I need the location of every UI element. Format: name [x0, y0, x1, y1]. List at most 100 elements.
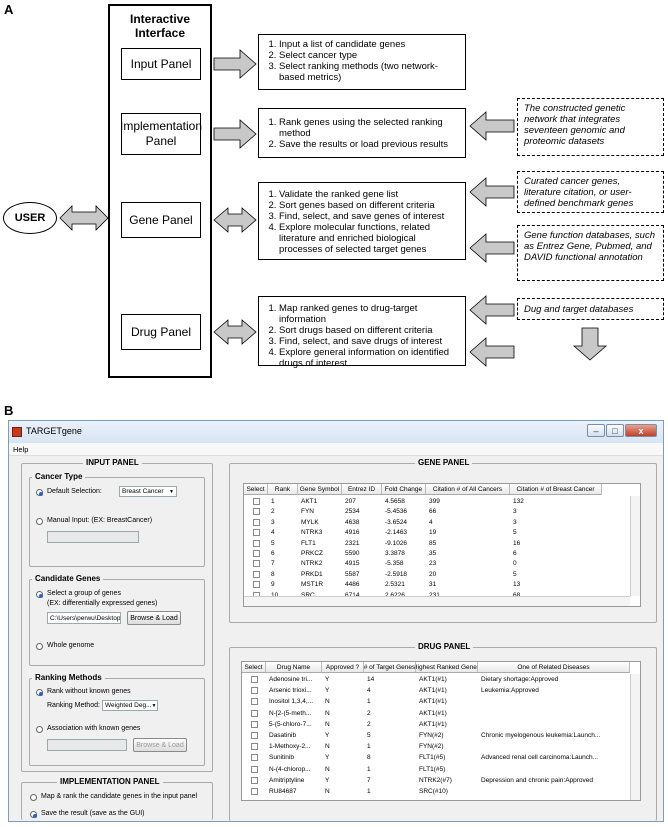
rank-without-known-radio[interactable]: [36, 689, 43, 696]
group-genes-radio[interactable]: [36, 591, 43, 598]
vertical-scrollbar[interactable]: [630, 674, 640, 800]
column-header[interactable]: Select: [244, 484, 268, 495]
table-cell: Y: [325, 676, 330, 683]
row-select-checkbox[interactable]: [251, 709, 258, 717]
table-cell: [481, 697, 629, 707]
row-select-checkbox[interactable]: [251, 776, 258, 784]
table-cell: Y: [325, 776, 330, 784]
row-select-checkbox[interactable]: [253, 529, 260, 537]
table-cell: 9: [271, 581, 275, 589]
table-cell: MST1R: [301, 581, 324, 589]
input-function-item: Select cancer type: [279, 50, 461, 61]
column-header[interactable]: Approved ?: [322, 662, 364, 673]
row-select-checkbox[interactable]: [251, 754, 258, 762]
row-select-checkbox[interactable]: [251, 720, 258, 728]
gene-function-item: Explore molecular functions, related lit…: [279, 222, 461, 255]
table-cell: 2: [367, 720, 371, 728]
input-arrow: [213, 49, 257, 79]
table-cell: 6714: [345, 591, 381, 601]
cancer-type-value: Breast Cancer: [122, 488, 164, 495]
table-cell: 399: [429, 498, 440, 505]
figure-label-b: B: [4, 403, 14, 418]
table-cell: N: [325, 765, 330, 773]
drug-return-arrow: [469, 337, 515, 367]
row-select-checkbox[interactable]: [253, 560, 260, 568]
association-known-radio[interactable]: [36, 726, 43, 733]
column-header[interactable]: Entrez ID: [342, 484, 382, 495]
manual-input-field[interactable]: [47, 531, 139, 543]
table-cell: 3: [513, 508, 517, 516]
figure-label-a: A: [4, 2, 14, 17]
browse-load-known-button[interactable]: Browse & Load: [133, 738, 187, 752]
table-cell: 1: [367, 765, 371, 773]
app-icon: [12, 427, 22, 437]
column-header[interactable]: Gene Symbol: [298, 484, 342, 495]
table-cell: 2: [367, 709, 371, 717]
association-known-label: Association with known genes: [47, 725, 141, 732]
table-cell: AKT1(#1): [419, 687, 447, 695]
default-selection-radio[interactable]: [36, 489, 43, 496]
table-cell: 6: [513, 550, 517, 557]
row-select-checkbox[interactable]: [251, 687, 258, 695]
table-cell: Arsenic trioxi...: [269, 687, 312, 695]
table-cell: 20: [429, 570, 437, 578]
column-header[interactable]: Fold Change: [382, 484, 426, 495]
column-header[interactable]: One of Related Diseases: [478, 662, 630, 673]
menu-bar: Help: [9, 443, 663, 456]
drug-functions-box: Map ranked genes to drug-target informat…: [258, 296, 466, 369]
row-select-checkbox[interactable]: [251, 788, 258, 795]
minimize-button[interactable]: –: [587, 424, 605, 437]
vertical-scrollbar[interactable]: [630, 496, 640, 596]
column-header[interactable]: Citation # of Breast Cancer: [510, 484, 602, 495]
row-select-checkbox[interactable]: [253, 581, 260, 589]
table-cell: AKT1(#1): [419, 676, 447, 683]
menu-help[interactable]: Help: [13, 445, 29, 454]
table-cell: [481, 787, 629, 797]
maximize-button[interactable]: □: [606, 424, 624, 437]
row-select-checkbox[interactable]: [251, 676, 258, 683]
table-cell: 19: [429, 529, 437, 537]
drug-panel-box: Drug Panel: [121, 314, 201, 350]
cancer-type-select[interactable]: Breast Cancer ▼: [119, 486, 177, 497]
row-select-checkbox[interactable]: [253, 498, 260, 505]
row-select-checkbox[interactable]: [253, 539, 260, 547]
table-cell: Depression and chronic pain:Approved: [481, 776, 594, 784]
table-cell: 8: [367, 754, 371, 762]
row-select-checkbox[interactable]: [253, 518, 260, 526]
horizontal-scrollbar[interactable]: [244, 596, 630, 606]
column-header[interactable]: Drug Name: [266, 662, 322, 673]
known-genes-path[interactable]: [47, 739, 127, 751]
table-cell: FYN(#2): [419, 743, 444, 751]
ranking-method-select[interactable]: Weighted Deg... ▼: [102, 700, 158, 711]
column-header[interactable]: # of Target Genes: [364, 662, 416, 673]
row-select-checkbox[interactable]: [251, 698, 258, 706]
table-cell: 1-Methoxy-2...: [269, 743, 311, 751]
column-header[interactable]: Highest Ranked Genes: [416, 662, 478, 673]
save-result-radio[interactable]: [30, 811, 37, 818]
ranking-method-label: Ranking Method:: [47, 702, 100, 709]
gene-file-path[interactable]: C:\Users\perwu\Desktop\: [47, 612, 121, 624]
table-cell: 1: [271, 498, 275, 505]
row-select-checkbox[interactable]: [251, 743, 258, 751]
table-cell: 4916: [345, 529, 360, 537]
row-select-checkbox[interactable]: [251, 732, 258, 739]
table-cell: 5587: [345, 570, 360, 578]
gene-function-item: Sort genes based on different criteria: [279, 200, 461, 211]
table-cell: Dietary shortage:Approved: [481, 676, 559, 683]
close-button[interactable]: x: [625, 424, 657, 437]
table-cell: 4638: [345, 518, 360, 526]
manual-input-radio[interactable]: [36, 518, 43, 525]
browse-load-button[interactable]: Browse & Load: [127, 611, 181, 625]
drug-function-item: Explore general information on identifie…: [279, 347, 461, 369]
row-select-checkbox[interactable]: [253, 570, 260, 578]
map-rank-radio[interactable]: [30, 794, 37, 801]
table-cell: -3.6524: [385, 518, 408, 526]
row-select-checkbox[interactable]: [253, 508, 260, 516]
ranking-methods-title: Ranking Methods: [32, 673, 105, 682]
row-select-checkbox[interactable]: [253, 550, 260, 557]
column-header[interactable]: Select: [242, 662, 266, 673]
column-header[interactable]: Citation # of All Cancers: [426, 484, 510, 495]
column-header[interactable]: Rank: [268, 484, 298, 495]
whole-genome-radio[interactable]: [36, 643, 43, 650]
row-select-checkbox[interactable]: [251, 765, 258, 773]
